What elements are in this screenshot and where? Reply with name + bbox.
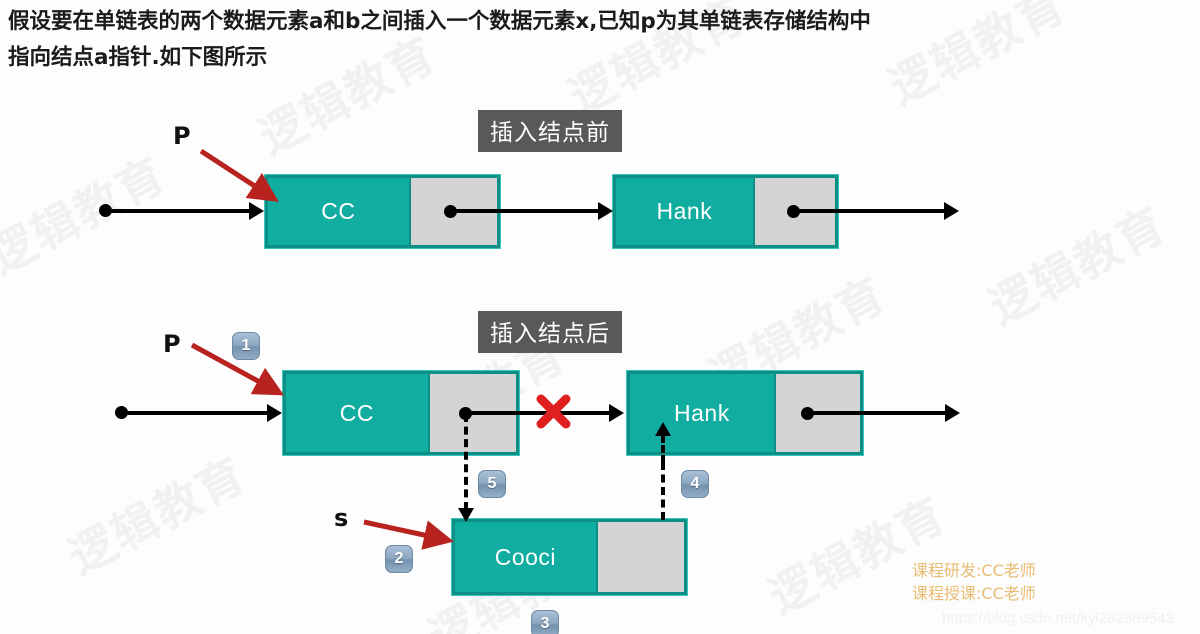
head-link-arrow-after bbox=[267, 404, 282, 422]
watermark-text: 逻辑教育 bbox=[59, 446, 255, 585]
red-arrow-p-before bbox=[199, 148, 279, 202]
link-cc-to-hank-before bbox=[450, 209, 602, 213]
step-badge-2[interactable]: 2 bbox=[385, 545, 413, 573]
head-dot-before bbox=[99, 204, 112, 217]
node-cooci-pointer bbox=[595, 522, 684, 592]
node-hank-before: Hank bbox=[613, 175, 838, 248]
node-hank-after-data: Hank bbox=[630, 374, 774, 452]
dashed-link-cc-to-cooci bbox=[464, 414, 468, 510]
node-cooci-data: Cooci bbox=[455, 522, 596, 592]
caption-before-insert: 插入结点前 bbox=[478, 110, 622, 152]
head-link-line-after bbox=[121, 411, 269, 415]
step-badge-4[interactable]: 4 bbox=[681, 470, 709, 498]
step-badge-1[interactable]: 1 bbox=[232, 332, 260, 360]
tail-link-line-before bbox=[793, 209, 948, 213]
pointer-dot-cc-after bbox=[459, 407, 472, 420]
step-badge-5[interactable]: 5 bbox=[478, 470, 506, 498]
old-link-arrow-after bbox=[609, 404, 624, 422]
old-link-line-after bbox=[465, 411, 613, 415]
title-line-1: 假设要在单链表的两个数据元素a和b之间插入一个数据元素x,已知p为其单链表存储结… bbox=[8, 9, 871, 34]
head-dot-after bbox=[115, 406, 128, 419]
pointer-label-p-before: P bbox=[173, 122, 191, 150]
head-link-arrow-before bbox=[249, 202, 264, 220]
dashed-link-cooci-to-hank bbox=[661, 462, 665, 520]
pointer-dot-cc-before bbox=[444, 205, 457, 218]
credits-block: 课程研发:CC老师 课程授课:CC老师 bbox=[912, 559, 1036, 605]
dashed-arrow-cooci-to-hank bbox=[655, 422, 671, 436]
page-title: 假设要在单链表的两个数据元素a和b之间插入一个数据元素x,已知p为其单链表存储结… bbox=[8, 4, 1193, 76]
node-hank-before-data: Hank bbox=[616, 178, 753, 245]
credit-url-watermark: https://blog.csdn.net/kyl282889543 bbox=[942, 610, 1174, 627]
tail-link-line-after bbox=[807, 411, 949, 415]
node-cooci-after: Cooci bbox=[452, 519, 687, 595]
link-arrow-cc-to-hank-before bbox=[598, 202, 613, 220]
pointer-label-p-after: P bbox=[163, 330, 181, 358]
dashed-link-cooci-to-hank-upper bbox=[661, 425, 665, 463]
red-arrow-s bbox=[363, 519, 454, 550]
step-badge-3[interactable]: 3 bbox=[531, 610, 559, 634]
node-cc-after-data: CC bbox=[286, 374, 428, 452]
credit-line-research: 课程研发:CC老师 bbox=[912, 561, 1036, 580]
head-link-line-before bbox=[106, 209, 251, 213]
title-line-2: 指向结点a指针.如下图所示 bbox=[8, 45, 268, 70]
node-cc-before-data: CC bbox=[268, 178, 409, 245]
credit-line-teaching: 课程授课:CC老师 bbox=[912, 584, 1036, 603]
pointer-label-s: s bbox=[334, 504, 349, 532]
tail-link-arrow-before bbox=[944, 202, 959, 220]
caption-after-insert: 插入结点后 bbox=[478, 311, 622, 353]
watermark-text: 逻辑教育 bbox=[979, 196, 1175, 335]
tail-link-arrow-after bbox=[945, 404, 960, 422]
dashed-arrow-cc-to-cooci bbox=[458, 508, 474, 522]
pointer-dot-hank-before bbox=[787, 205, 800, 218]
pointer-dot-hank-after bbox=[801, 407, 814, 420]
watermark-text: 逻辑教育 bbox=[0, 146, 175, 285]
